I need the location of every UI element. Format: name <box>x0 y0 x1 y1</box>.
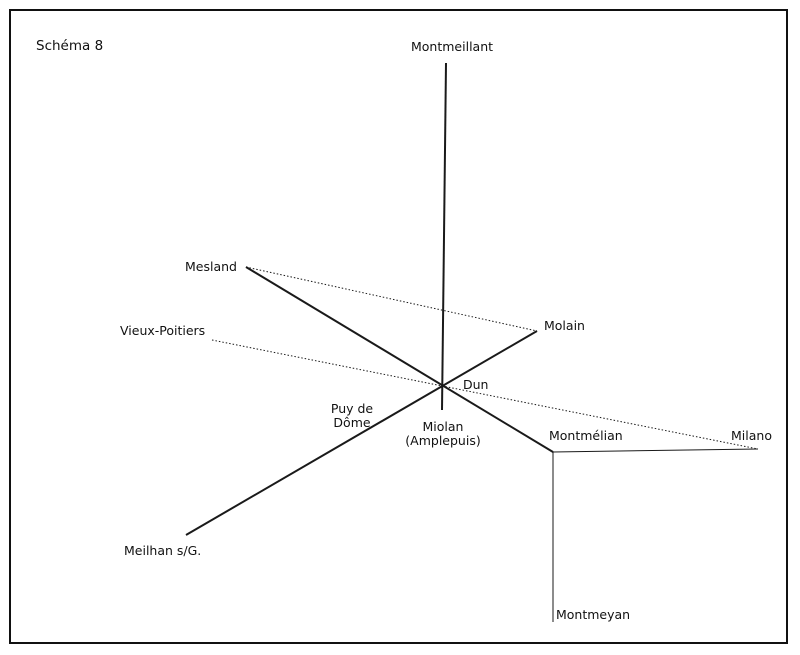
label-montmelian: Montmélian <box>549 428 623 443</box>
line-montmelian-milano <box>552 448 759 453</box>
label-milano: Milano <box>731 428 772 443</box>
label-puy-de-dome: Puy de Dôme <box>327 402 377 430</box>
label-meilhan: Meilhan s/G. <box>124 543 202 558</box>
dotted-link-vieux-poitiers-milano <box>211 339 759 450</box>
label-puy-de-dome-line2: Dôme <box>333 415 371 430</box>
label-montmeillant: Montmeillant <box>411 39 494 54</box>
label-dun: Dun <box>463 377 489 392</box>
label-montmeyan: Montmeyan <box>556 607 631 622</box>
diagram-frame <box>9 9 788 644</box>
label-molain: Molain <box>544 318 585 333</box>
label-miolan-line2: (Amplepuis) <box>405 433 481 448</box>
label-vieux-poitiers: Vieux-Poitiers <box>120 323 206 338</box>
diagram-title: Schéma 8 <box>36 38 104 54</box>
line-montmeillant-miolan <box>441 62 447 411</box>
label-miolan: Miolan (Amplepuis) <box>403 420 483 448</box>
label-miolan-line1: Miolan <box>422 419 464 434</box>
line-mesland-montmelian <box>245 266 554 453</box>
label-mesland: Mesland <box>185 259 237 274</box>
dotted-link-mesland-molain <box>245 266 538 332</box>
line-meilhan-molain <box>185 330 538 536</box>
label-puy-de-dome-line1: Puy de <box>330 401 374 416</box>
